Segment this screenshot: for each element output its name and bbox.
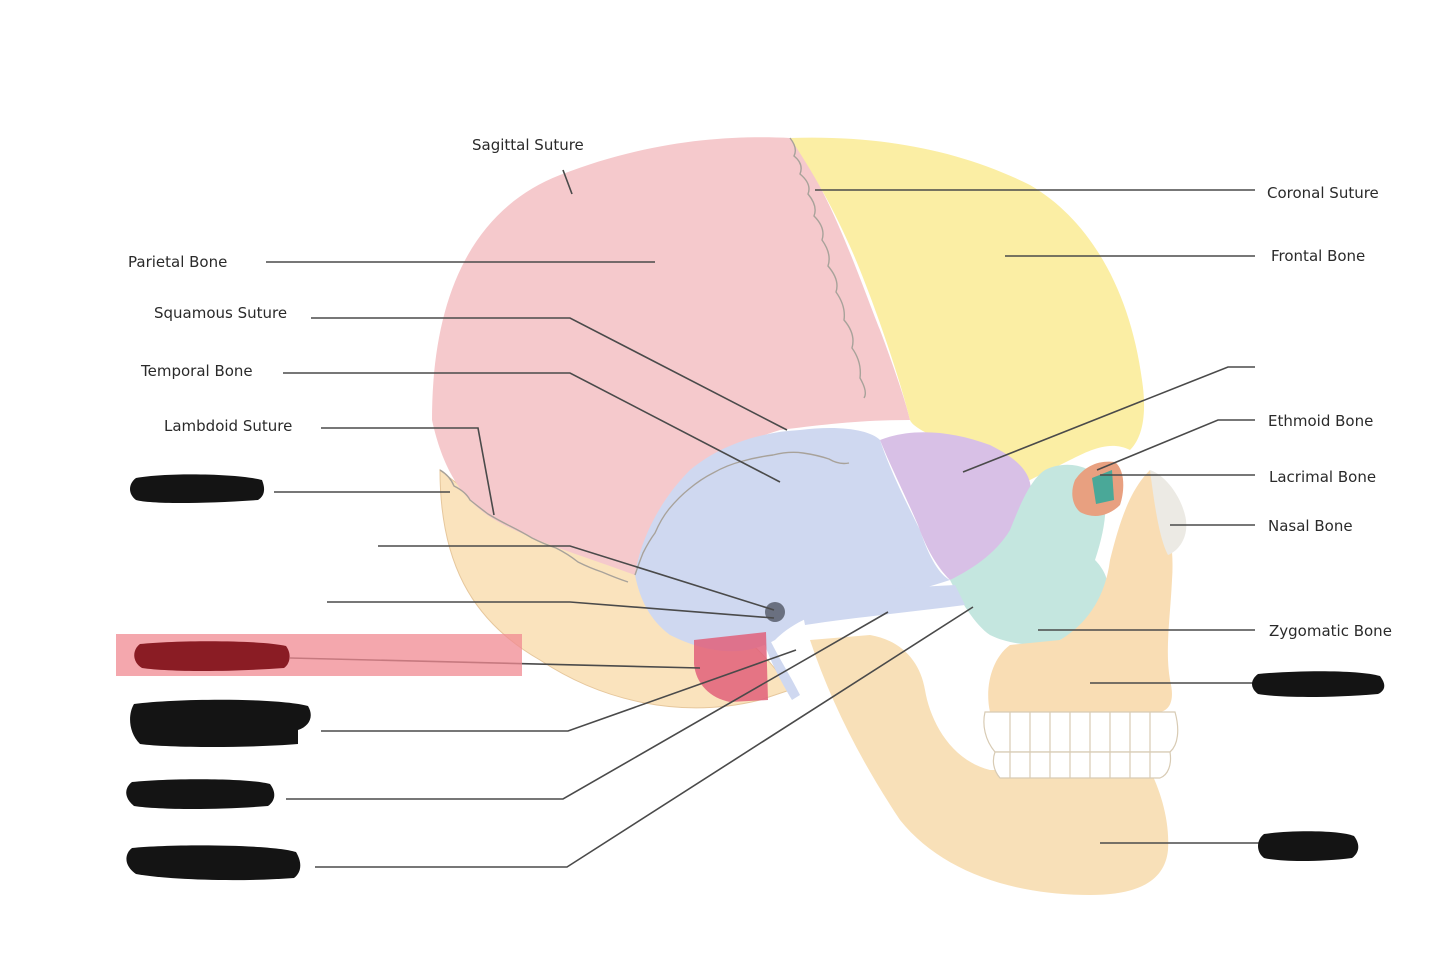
maxilla-region [988,470,1173,712]
label-parietal-bone: Parietal Bone [128,253,227,271]
frontal-bone-region [790,137,1145,485]
skull-illustration [432,137,1187,895]
lacrimal-region [1092,470,1114,504]
redacted-label-4 [126,845,301,881]
parietal-bone-region [432,137,910,575]
external-acoustic-meatus [765,602,785,622]
label-frontal-bone: Frontal Bone [1271,247,1365,265]
squamous-suture-line [634,451,850,576]
redacted-labels [126,474,1385,881]
zygomatic-bone-region [950,464,1108,645]
redacted-label-5 [1252,671,1385,697]
nasal-bone-region [1150,470,1187,555]
label-sagittal-suture: Sagittal Suture [472,136,584,154]
label-zygomatic-bone: Zygomatic Bone [1269,622,1392,640]
redacted-label-6 [1258,831,1359,861]
teeth [983,711,1179,779]
coronal-suture-line [789,137,867,399]
highlighted-region [694,632,768,702]
redacted-label-1 [130,474,265,503]
label-nasal-bone: Nasal Bone [1268,517,1353,535]
label-coronal-suture: Coronal Suture [1267,184,1379,202]
label-squamous-suture: Squamous Suture [154,304,287,322]
sphenoid-bone-region [880,432,1031,580]
label-lambdoid-suture: Lambdoid Suture [164,417,292,435]
redacted-label-3 [126,779,275,809]
lambdoid-suture-line [439,469,629,583]
label-temporal-bone: Temporal Bone [140,362,253,380]
label-lacrimal-bone: Lacrimal Bone [1269,468,1376,486]
labels: Sagittal Suture Coronal Suture Parietal … [128,136,1392,640]
mandible-region [810,635,1169,895]
zygomatic-arch [800,585,965,625]
redacted-label-highlighted [134,641,290,671]
redacted-label-2 [130,699,311,747]
label-ethmoid-bone: Ethmoid Bone [1268,412,1373,430]
mastoid-process [765,640,800,700]
